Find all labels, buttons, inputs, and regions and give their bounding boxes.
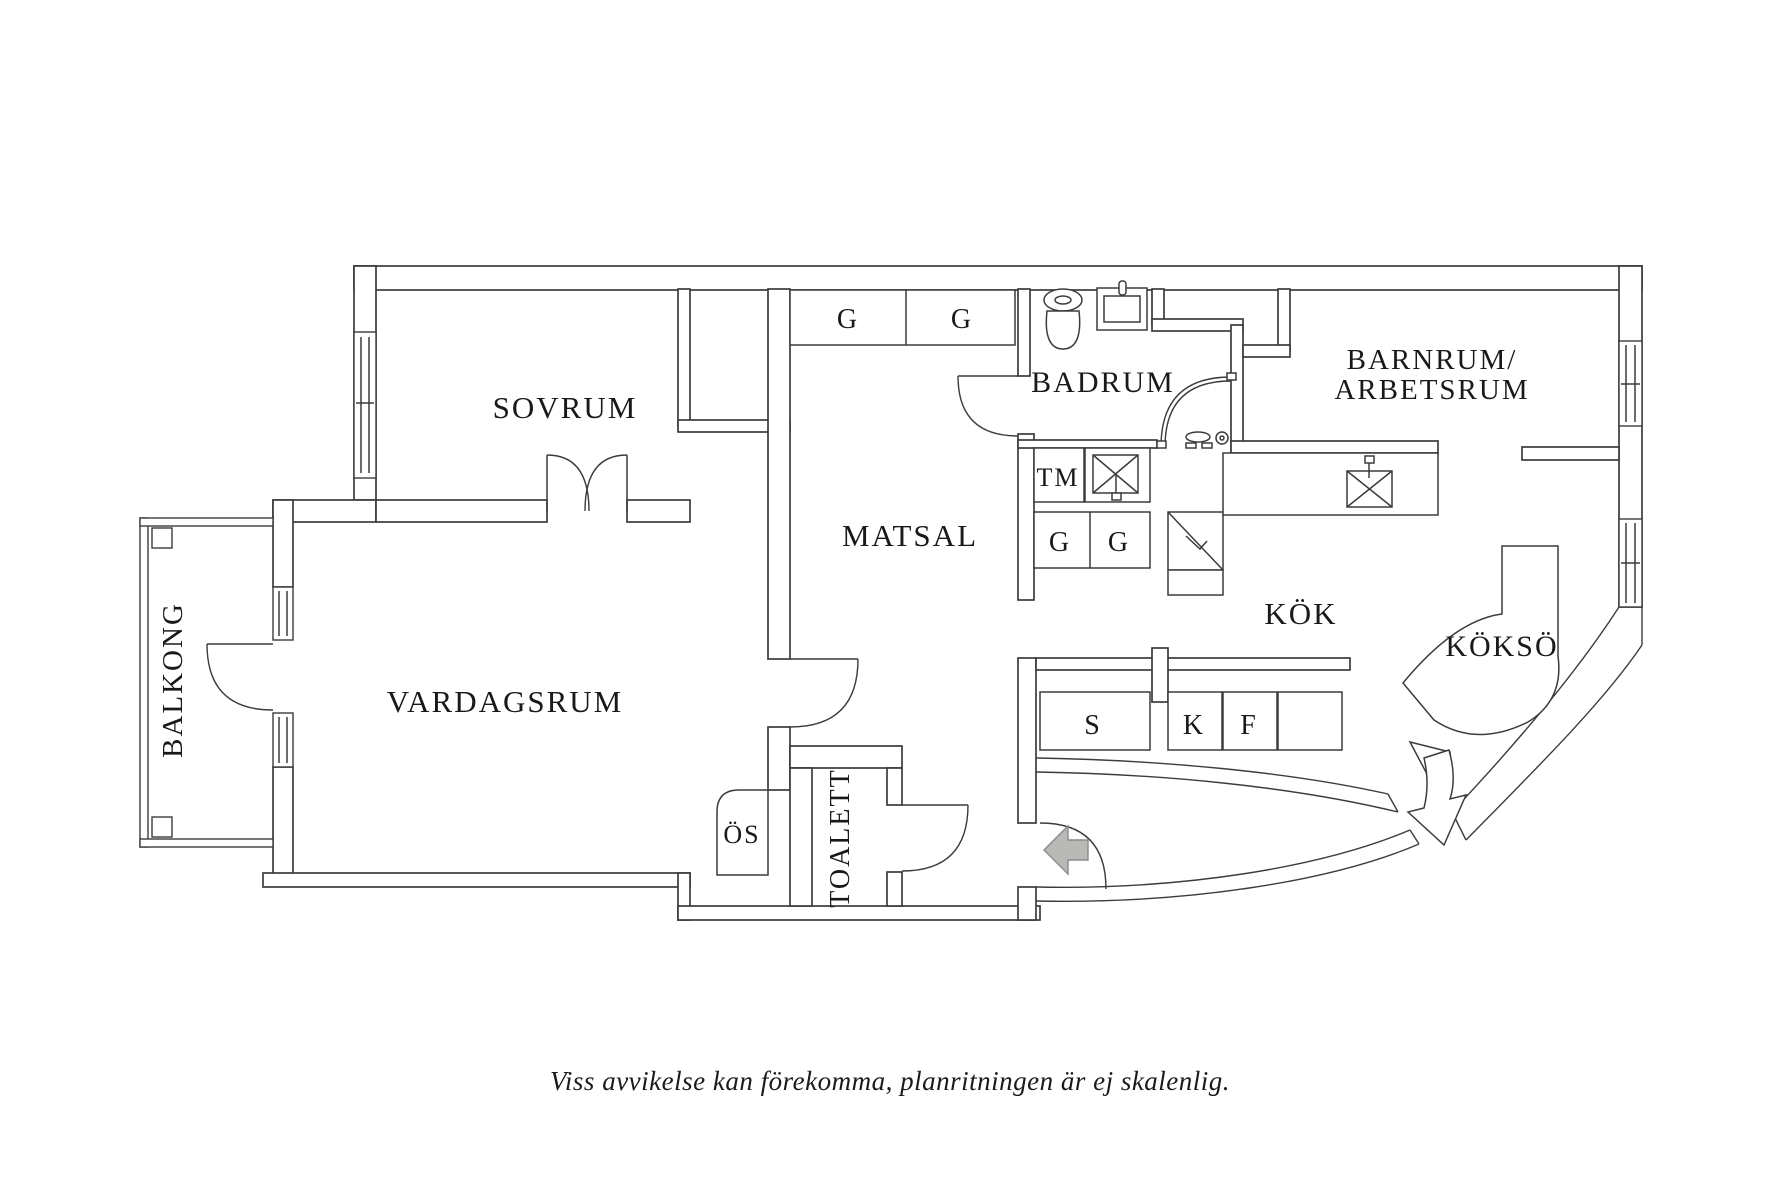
sink-kitchen-icon [1346,455,1393,508]
wall-toalett-north [789,745,903,769]
label-kok: KÖK [1264,596,1337,631]
balkong-corner-pad-bottom [151,816,173,838]
wall-barnrum-south-east [1521,446,1620,461]
washing-machine-box [1033,447,1085,503]
laundry-sink-icon [1084,447,1151,503]
cabinet-fridge [1167,691,1223,751]
wall-hall-east-b [1017,657,1037,824]
wall-balkong-west [139,517,149,848]
wall-badrum-west [1017,288,1031,377]
wardrobes-hall [1033,511,1151,569]
entry-arrow [1043,824,1089,876]
caption-disclaimer: Viss avvikelse kan förekomma, planritnin… [550,1066,1230,1096]
wall-corridor-north-1 [1035,757,1389,795]
label-balkong: BALKONG [157,602,189,758]
cabinet-blank [1277,691,1343,751]
wardrobes-matsal [789,289,1016,346]
wall-top [353,265,1643,291]
wall-toalett-east-b [886,871,903,907]
hatch-element [1167,511,1224,596]
wall-corridor-south-2 [1035,843,1420,902]
label-os: ÖS [723,820,760,849]
label-badrum: BADRUM [1031,366,1175,399]
label-kokso: KÖKSÖ [1445,630,1558,663]
label-toalett: TOALETT [825,768,856,907]
label-barnrum-line2: ARBETSRUM [1334,374,1529,406]
wall-protrusion-south [677,905,1041,921]
wall-sovrum-south-left [375,499,548,523]
wall-barnrum-step [1242,344,1291,358]
label-k: K [1183,710,1205,741]
window-vardagsrum-upper [272,586,294,641]
toilet-icon [1043,288,1083,350]
window-vardagsrum-lower [272,712,294,768]
exit-arrow-outline [1406,749,1468,847]
wall-vardagsrum-south [262,872,691,888]
label-vardagsrum: VARDAGSRUM [387,684,624,719]
wall-balkong-south [139,838,274,848]
wall-badrum-east [1230,324,1244,454]
wall-matsal-west-lower [767,726,791,791]
wall-barnrum-west [1277,288,1291,352]
label-g4: G [1108,527,1130,558]
label-sovrum: SOVRUM [493,390,638,425]
fireplace-box [716,789,769,876]
window-kok-east [1618,518,1643,608]
sink-badrum-icon [1096,280,1148,331]
balkong-corner-pad-top [151,527,173,549]
cabinet-freezer [1222,691,1278,751]
wall-sovrum-south-right [626,499,691,523]
wall-barnrum-south [1230,440,1439,454]
label-barnrum-line1: BARNRUM/ [1347,344,1518,376]
shower-icon [1156,372,1237,449]
wall-kok-stub [1151,647,1169,703]
wall-corridor-south-cap [1409,829,1420,845]
wall-balkong-north [139,517,274,527]
cabinet-pantry [1039,691,1151,751]
window-sovrum-west [353,331,377,479]
wall-vardagsrum-west-b [272,766,294,881]
wall-badrum-east-top [1151,318,1244,332]
door-sovrum-double [546,454,628,512]
kitchen-island [1402,545,1560,736]
wall-corridor-south-1 [1035,829,1411,888]
label-g3: G [1049,527,1071,558]
wall-sovrum-east [677,288,691,427]
kitchen-counter [1222,452,1439,516]
label-tm: TM [1037,463,1080,492]
door-entry [1039,822,1107,890]
label-s: S [1084,710,1102,741]
door-balkong [206,643,274,711]
label-g1: G [837,304,859,335]
door-matsal [789,658,859,728]
label-f: F [1240,710,1258,741]
wall-corner-outer [1465,644,1643,841]
door-badrum [957,375,1019,437]
label-matsal: MATSAL [842,518,978,553]
wall-hall-east-a [1017,433,1035,601]
wall-hall-east-c [1017,886,1037,921]
wall-kok-south [1035,657,1351,671]
wall-corridor-north-2 [1035,771,1399,813]
wall-badrum-south [1017,439,1158,449]
wall-matsal-west-upper [767,288,791,660]
wall-toalett-west [789,767,813,907]
wall-vardagsrum-west-a [272,499,294,588]
label-g2: G [951,304,973,335]
window-barnrum-east [1618,340,1643,427]
door-toalett [901,804,969,872]
wall-corridor-north-cap [1387,793,1399,813]
wall-toalett-east-a [886,767,903,806]
